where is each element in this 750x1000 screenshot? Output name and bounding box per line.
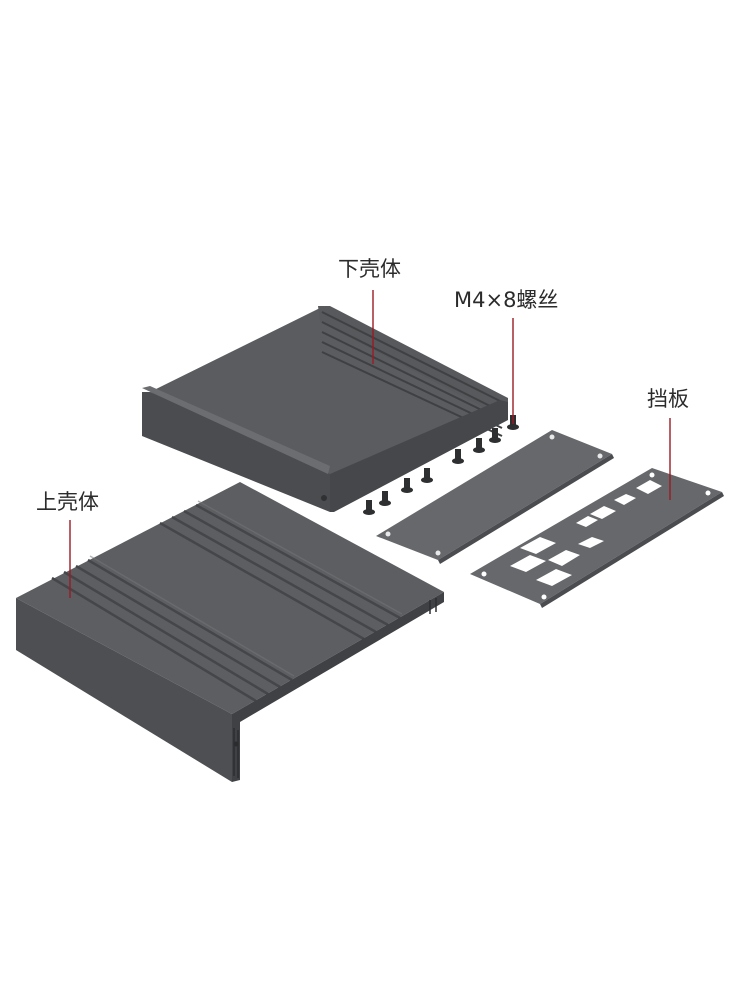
- lower-shell-front-wall-top: [142, 386, 330, 474]
- screw: [363, 500, 375, 515]
- upper-shell-ribs: [51, 503, 401, 703]
- screw: [452, 449, 464, 464]
- screw: [473, 438, 485, 453]
- upper-shell-front: [16, 598, 232, 782]
- leader-lines: [69, 290, 671, 598]
- upper-shell-end-grooves: [233, 598, 437, 778]
- io-baffle: [470, 468, 724, 608]
- lower-shell: [142, 306, 508, 512]
- label-upper-shell: 上壳体: [36, 490, 99, 514]
- upper-shell-end: [232, 592, 444, 782]
- label-lower-shell: 下壳体: [338, 257, 401, 281]
- screw: [421, 468, 433, 483]
- lower-shell-fins: [321, 311, 503, 437]
- upper-shell: [16, 482, 444, 782]
- lower-shell-floor: [150, 308, 500, 490]
- upper-shell-top: [16, 482, 444, 714]
- label-baffle: 挡板: [647, 387, 689, 411]
- upper-shell-screw-hole: [233, 741, 239, 747]
- plain-end-panel: [376, 430, 614, 564]
- screw: [489, 428, 501, 443]
- label-screw: M4×8螺丝: [454, 288, 559, 312]
- lower-shell-side: [330, 400, 508, 512]
- screw: [401, 478, 413, 493]
- screw: [379, 491, 391, 506]
- lower-shell-screw-hole: [321, 495, 327, 501]
- lower-shell-front-wall: [142, 392, 330, 512]
